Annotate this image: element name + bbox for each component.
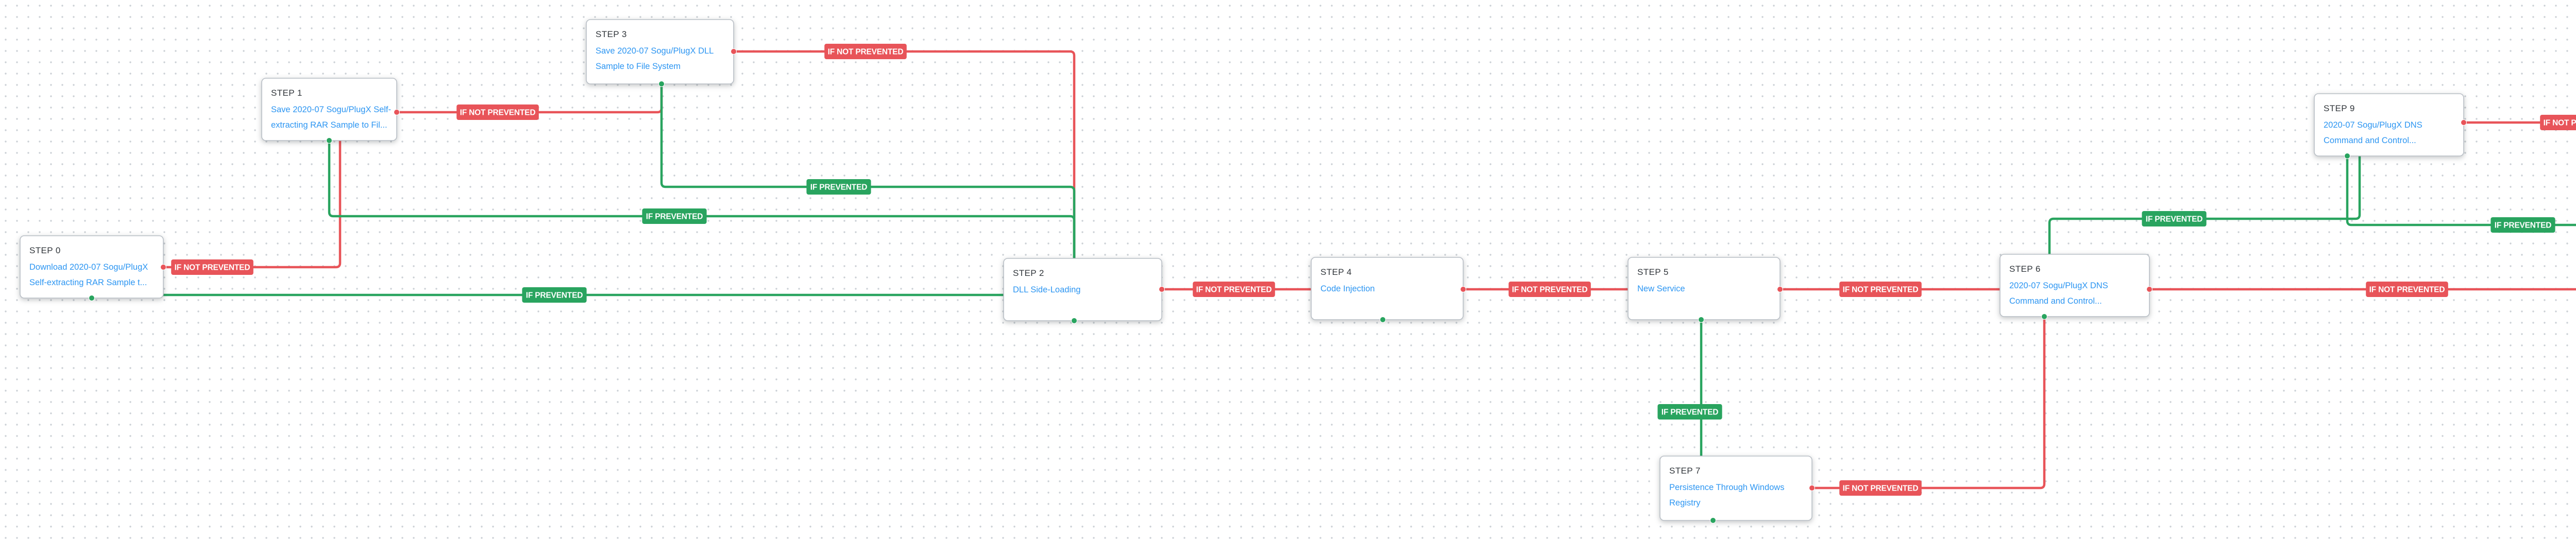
if-prevented-handle-step-4[interactable] — [1380, 317, 1386, 323]
if-prevented-handle-step-7[interactable] — [1710, 517, 1716, 523]
if-not-prevented-handle-step-0[interactable] — [160, 264, 166, 270]
step-node-step-6[interactable]: STEP 6 2020-07 Sogu/PlugX DNS Command and … — [1999, 254, 2150, 317]
step-node-step-7[interactable]: STEP 7 Persistence Through WindowsRegistr… — [1659, 456, 1812, 521]
step-node-step-3[interactable]: STEP 3 Save 2020-07 Sogu/PlugX DLL Sample … — [586, 19, 734, 84]
step-title: STEP 3 — [596, 29, 627, 39]
if-not-prevented-handle-step-7[interactable] — [1809, 485, 1815, 491]
edge-badge-not-prevented: IF NOT PREVENTED — [1193, 282, 1275, 297]
edge-not-prevented-step-3-to-step-2 — [732, 50, 1076, 260]
edge-badge-not-prevented: IF NOT PREVENTED — [456, 104, 539, 120]
if-prevented-handle-step-1[interactable] — [326, 137, 332, 144]
edge-badge-not-prevented: IF NOT PREVENTED — [171, 259, 253, 275]
if-not-prevented-handle-step-1[interactable] — [394, 109, 400, 115]
edge-badge-not-prevented: IF NOT PREVENTED — [2366, 282, 2448, 297]
step-box[interactable] — [1999, 254, 2150, 317]
edge-badge-label: IF PREVENTED — [2495, 221, 2551, 230]
edge-badge-prevented: IF PREVENTED — [522, 287, 587, 303]
edge-badge-label: IF PREVENTED — [526, 291, 583, 300]
step-node-step-5[interactable]: STEP 5 New Service — [1628, 257, 1781, 320]
edge-badge-not-prevented: IF NOT PREVENTED — [2540, 115, 2576, 130]
edge-badge-prevented: IF PREVENTED — [1657, 404, 1722, 420]
edge-badge-label: IF PREVENTED — [646, 212, 703, 221]
edge-badge-not-prevented: IF NOT PREVENTED — [824, 44, 907, 59]
edge-badge-label: IF NOT PREVENTED — [175, 263, 250, 272]
edge-badge-label: IF NOT PREVENTED — [460, 108, 536, 117]
step-title: STEP 4 — [1320, 267, 1352, 277]
step-scenario-link[interactable]: Sample to File System — [596, 62, 681, 71]
step-node-step-2[interactable]: STEP 2 DLL Side-Loading — [1003, 258, 1162, 321]
if-prevented-handle-step-6[interactable] — [2041, 313, 2047, 320]
step-scenario-link[interactable]: Code Injection — [1320, 284, 1375, 293]
step-scenario-link[interactable]: Download 2020-07 Sogu/PlugX — [29, 263, 148, 272]
if-not-prevented-handle-step-6[interactable] — [2146, 286, 2153, 292]
edge-badge-prevented: IF PREVENTED — [2490, 217, 2555, 233]
step-scenario-link[interactable]: Command and Control... — [2009, 296, 2102, 306]
edge-badge-not-prevented: IF NOT PREVENTED — [1839, 480, 1922, 496]
edge-badge-prevented: IF PREVENTED — [806, 179, 871, 195]
step-node-step-9[interactable]: STEP 9 2020-07 Sogu/PlugX DNS Command and … — [2314, 93, 2464, 156]
if-not-prevented-handle-step-3[interactable] — [731, 48, 737, 55]
step-scenario-link[interactable]: 2020-07 Sogu/PlugX DNS — [2324, 120, 2422, 130]
edge-badge-prevented: IF PREVENTED — [642, 208, 707, 224]
if-not-prevented-handle-step-2[interactable] — [1159, 286, 1165, 292]
step-title: STEP 2 — [1013, 268, 1044, 278]
if-prevented-handle-step-0[interactable] — [89, 295, 95, 301]
if-prevented-handle-step-9[interactable] — [2344, 153, 2350, 159]
step-node-step-0[interactable]: STEP 0 Download 2020-07 Sogu/PlugX Self-ex… — [20, 235, 164, 299]
if-not-prevented-handle-step-5[interactable] — [1777, 286, 1783, 292]
step-scenario-link[interactable]: New Service — [1637, 284, 1685, 293]
if-not-prevented-handle-step-4[interactable] — [1460, 286, 1466, 292]
step-scenario-link[interactable]: Persistence Through Windows — [1669, 483, 1784, 492]
step-scenario-link[interactable]: extracting RAR Sample to Fil... — [271, 120, 387, 130]
if-prevented-handle-step-5[interactable] — [1698, 317, 1704, 323]
edge-badge-label: IF NOT PREVENTED — [1843, 285, 1919, 294]
step-title: STEP 7 — [1669, 466, 1701, 476]
step-node-step-1[interactable]: STEP 1 Save 2020-07 Sogu/PlugX Self-extra… — [261, 78, 397, 141]
step-title: STEP 9 — [2324, 103, 2355, 113]
step-title: STEP 5 — [1637, 267, 1669, 277]
step-scenario-link[interactable]: DLL Side-Loading — [1013, 285, 1080, 294]
edge-badge-label: IF NOT PREVENTED — [1196, 285, 1272, 294]
edge-badge-label: IF NOT PREVENTED — [2369, 285, 2445, 294]
edge-badge-label: IF PREVENTED — [2146, 215, 2202, 223]
edge-badge-not-prevented: IF NOT PREVENTED — [1509, 282, 1591, 297]
edge-not-prevented-step-0-to-step-1 — [162, 139, 342, 269]
step-title: STEP 0 — [29, 246, 61, 255]
step-title: STEP 6 — [2009, 264, 2041, 274]
step-scenario-link[interactable]: Save 2020-07 Sogu/PlugX Self- — [271, 105, 391, 114]
edge-badge-label: IF PREVENTED — [1662, 408, 1718, 416]
edge-badge-label: IF NOT PREVENTED — [2544, 118, 2576, 127]
if-prevented-handle-step-2[interactable] — [1071, 318, 1077, 324]
if-prevented-handle-step-3[interactable] — [658, 81, 665, 87]
if-not-prevented-handle-step-9[interactable] — [2461, 119, 2467, 126]
step-scenario-link[interactable]: 2020-07 Sogu/PlugX DNS — [2009, 281, 2108, 290]
step-scenario-link[interactable]: Registry — [1669, 498, 1701, 508]
step-scenario-link[interactable]: Self-extracting RAR Sample t... — [29, 278, 147, 287]
step-node-step-4[interactable]: STEP 4 Code Injection — [1311, 257, 1464, 320]
edge-badge-label: IF NOT PREVENTED — [1512, 285, 1588, 294]
edge-badge-label: IF NOT PREVENTED — [828, 47, 904, 56]
step-scenario-link[interactable]: Command and Control... — [2324, 136, 2416, 145]
edge-badge-not-prevented: IF NOT PREVENTED — [1839, 282, 1922, 297]
step-scenario-link[interactable]: Save 2020-07 Sogu/PlugX DLL — [596, 46, 714, 56]
edge-badge-label: IF PREVENTED — [810, 183, 867, 191]
edge-not-prevented-step-7-to-step-6 — [1810, 315, 2046, 490]
step-title: STEP 1 — [271, 88, 302, 98]
edge-badge-prevented: IF PREVENTED — [2142, 211, 2207, 226]
edge-badge-label: IF NOT PREVENTED — [1843, 484, 1919, 493]
